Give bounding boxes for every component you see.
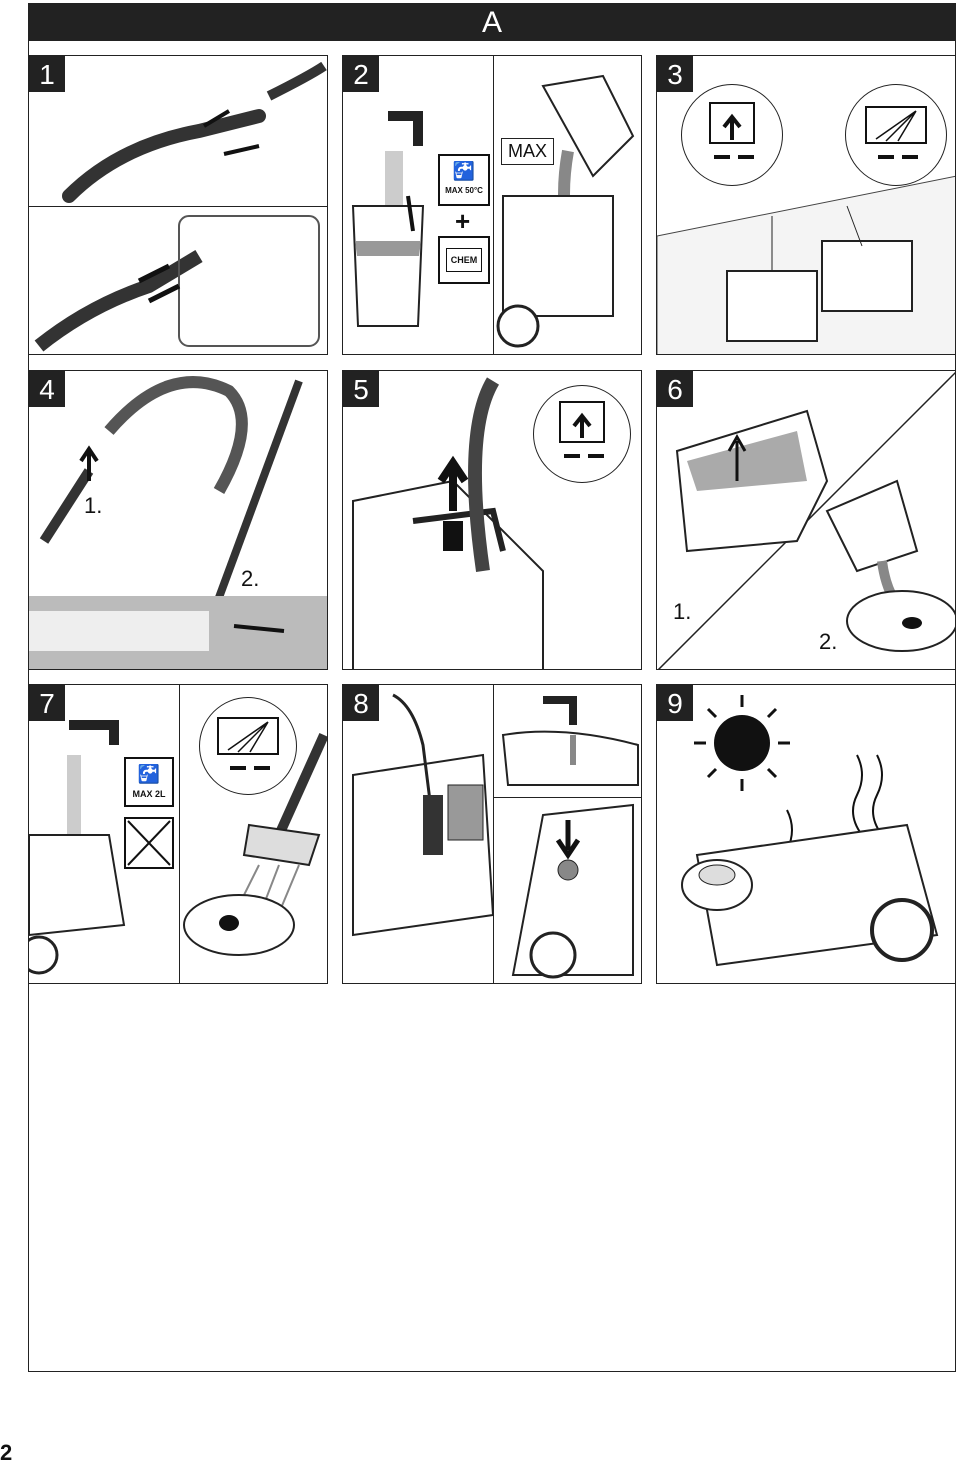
step-number-1: 1 [29, 56, 65, 92]
step-number-5: 5 [343, 371, 379, 407]
plus-symbol: + [455, 206, 471, 236]
suction-mode-icon-circle-5 [533, 385, 631, 483]
spray-mode-icon-circle [845, 84, 947, 186]
suction-icon [559, 401, 605, 458]
empty-tank-illustration [657, 371, 955, 669]
step-number-6: 6 [657, 371, 693, 407]
drying-illustration [681, 695, 939, 967]
chemical-agent-icon: CHEM [438, 236, 490, 284]
step-6-label-1: 1. [673, 599, 692, 624]
step-panel-3: 3 [656, 55, 956, 355]
step-number-7: 7 [29, 685, 65, 721]
tap-water-icon: 🚰 MAX 2L [124, 757, 174, 807]
spray-mode-icon-circle-7 [199, 697, 297, 795]
fill-tank-illustration [351, 74, 635, 348]
temperature-tap-icon: 🚰 MAX 50°C [438, 154, 490, 206]
remove-hose-illustration [352, 377, 544, 669]
suction-icon [709, 102, 755, 159]
max-water-label: MAX 2L [132, 789, 166, 799]
step-panel-5: 5 [342, 370, 642, 670]
step-number-9: 9 [657, 685, 693, 721]
section-header: A [28, 3, 956, 41]
spray-icon [865, 106, 927, 159]
spray-icon [217, 717, 279, 770]
max-fill-label: MAX [501, 138, 555, 165]
crossed-out-icon [127, 820, 171, 866]
control-panel-illustration [657, 175, 955, 354]
page-number: 2 [0, 1440, 13, 1465]
step-4-label-2: 2. [241, 566, 260, 591]
step-number-4: 4 [29, 371, 65, 407]
chem-label: CHEM [446, 248, 482, 272]
step-number-2: 2 [343, 56, 379, 92]
clean-filter-illustration [352, 693, 639, 979]
step-panel-7: 7 🚰 MAX 2L [28, 684, 328, 984]
rinse-illustration [29, 720, 327, 975]
step-panel-6: 6 1. 2. [656, 370, 956, 670]
no-chemical-icon [124, 817, 174, 869]
step-panel-1: 1 [28, 55, 328, 355]
sun-icon [694, 695, 790, 791]
step-panel-4: 4 1. 2. [28, 370, 328, 670]
step-number-3: 3 [657, 56, 693, 92]
step-6-label-2: 2. [819, 629, 838, 654]
step-panel-2: 2 🚰 MAX 50°C + CHEM MAX [342, 55, 642, 355]
spray-suction-illustration [29, 376, 327, 669]
suction-mode-icon-circle [681, 84, 783, 186]
max-temperature-label: MAX 50°C [445, 186, 483, 195]
step-4-label-1: 1. [84, 493, 103, 518]
hose-connection-illustration [34, 61, 327, 352]
step-panel-9: 9 [656, 684, 956, 984]
step-number-8: 8 [343, 685, 379, 721]
step-panel-8: 8 [342, 684, 642, 984]
